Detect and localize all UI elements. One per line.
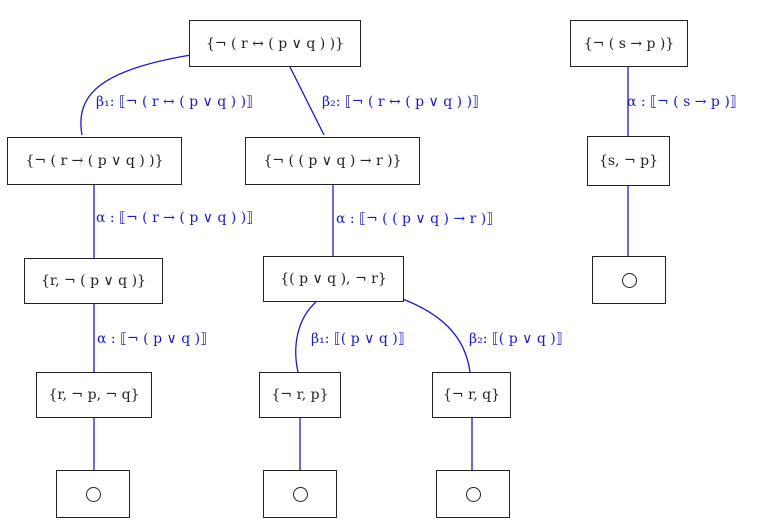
rule-beta1-top: β₁: ⟦¬ ( r ↔ ( p ∨ q ) )⟧ [96, 94, 253, 110]
closed-circle-icon [292, 486, 308, 502]
node-right-1: {s, ¬ p} [587, 136, 670, 186]
closed-leaf-mid-4 [436, 470, 510, 518]
rule-alpha-left-1: α : ⟦¬ ( r → ( p ∨ q ) )⟧ [96, 210, 254, 226]
rule-alpha-left-2: α : ⟦¬ ( p ∨ q )⟧ [97, 331, 208, 347]
node-mid-1: {¬ ( ( p ∨ q ) → r )} [245, 137, 420, 185]
closed-circle-icon [621, 272, 637, 288]
node-left-1: {¬ ( r → ( p ∨ q ) )} [7, 137, 182, 185]
node-mid-3: {¬ r, p} [259, 372, 341, 418]
closed-leaf-left [56, 470, 130, 518]
node-left-2: {r, ¬ ( p ∨ q )} [24, 258, 163, 304]
closed-circle-icon [85, 486, 101, 502]
node-root-b: {¬ ( s → p )} [570, 20, 688, 67]
rule-beta2-mid-2: β₂: ⟦( p ∨ q )⟧ [469, 331, 563, 347]
rule-alpha-right: α : ⟦¬ ( s → p )⟧ [627, 94, 737, 110]
rule-beta1-mid-2: β₁: ⟦( p ∨ q )⟧ [311, 331, 405, 347]
node-mid-2: {( p ∨ q ), ¬ r} [263, 256, 404, 302]
edge-m2-to-m4 [399, 297, 471, 373]
rule-alpha-mid-1: α : ⟦¬ ( ( p ∨ q ) → r )⟧ [336, 211, 494, 227]
rule-beta2-top: β₂: ⟦¬ ( r ↔ ( p ∨ q ) )⟧ [322, 94, 479, 110]
edge-root-to-mid [289, 66, 325, 136]
closed-circle-icon [465, 486, 481, 502]
closed-leaf-right [592, 256, 666, 304]
node-left-3: {r, ¬ p, ¬ q} [36, 372, 152, 418]
edge-root-to-left [80, 54, 192, 136]
node-mid-4: {¬ r, q} [432, 372, 511, 418]
closed-leaf-mid-3 [263, 470, 337, 518]
node-root-a: {¬ ( r ↔ ( p ∨ q ) )} [189, 20, 361, 67]
edge-m2-to-m3 [295, 301, 317, 373]
